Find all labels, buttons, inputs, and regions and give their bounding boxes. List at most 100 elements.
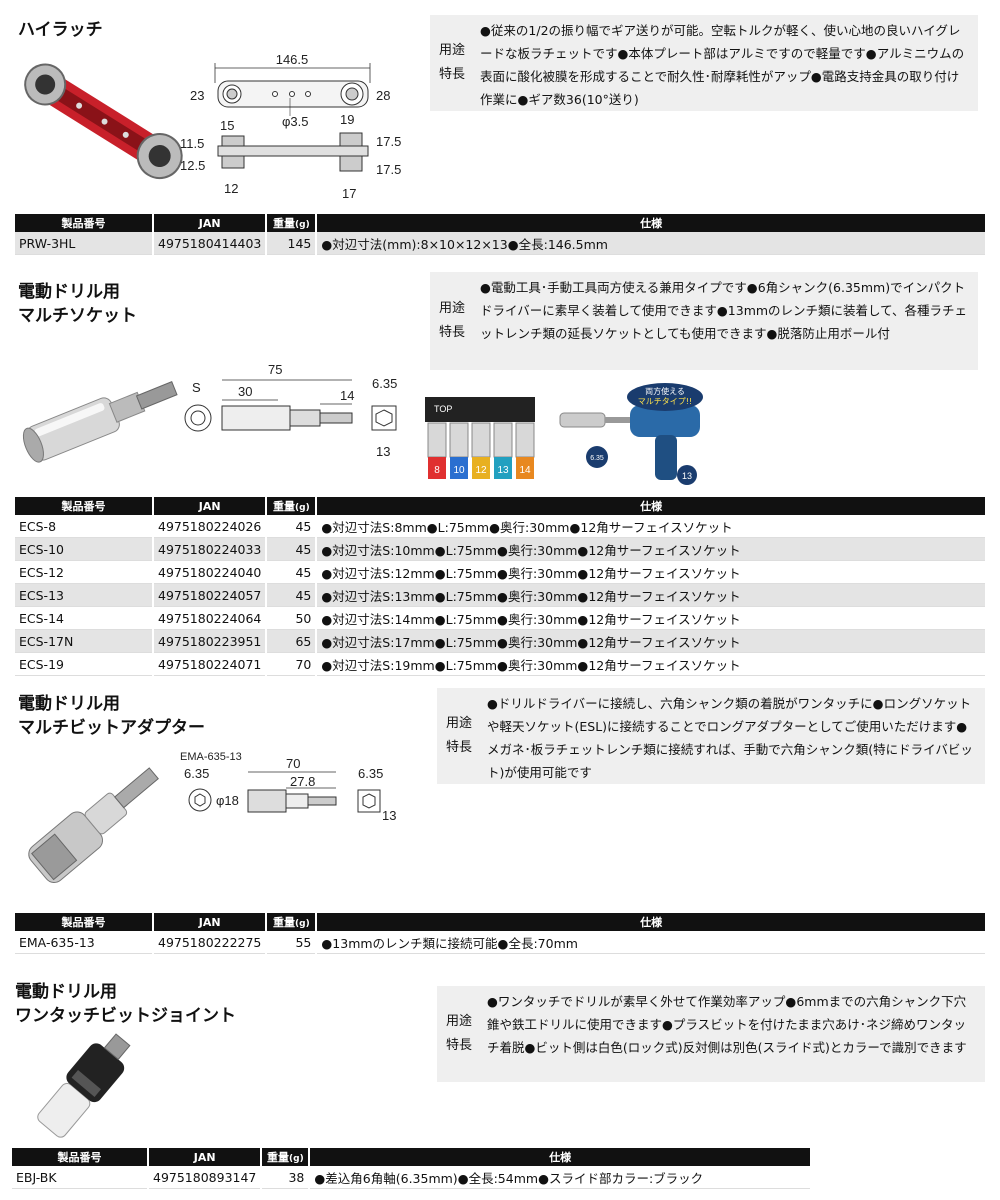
bit-adapter-description: 用途 特長 ●ドリルドライバーに接続し、六角シャンク類の着脱がワンタッチに●ロン… bbox=[437, 688, 985, 784]
dim-right-1: 17.5 bbox=[376, 134, 401, 149]
dim-hex-left: 6.35 bbox=[184, 766, 209, 781]
cell-weight: 45 bbox=[266, 560, 318, 584]
header-spec: 仕様 bbox=[316, 497, 987, 515]
title-line: 電動ドリル用 bbox=[18, 694, 120, 714]
cell-jan: 4975180893147 bbox=[148, 1166, 263, 1189]
dim-total: 70 bbox=[286, 756, 300, 771]
title-line: マルチビットアダプター bbox=[18, 718, 205, 738]
cell-weight: 65 bbox=[266, 629, 318, 653]
cell-code: ECS-12 bbox=[15, 560, 154, 584]
socket-color-band bbox=[450, 457, 468, 479]
table-header: 製品番号 JAN 重量(g) 仕様 bbox=[15, 497, 987, 515]
table-header: 製品番号 JAN 重量(g) 仕様 bbox=[15, 214, 987, 232]
label-use: 用途 bbox=[445, 1014, 472, 1029]
socket-dimension-diagram: 75 S 30 14 6.35 13 bbox=[184, 362, 397, 459]
socket-size-label: 10 bbox=[453, 465, 465, 476]
header-jan: JAN bbox=[153, 214, 268, 232]
socket-size-label: 14 bbox=[519, 465, 531, 476]
dim-right-2: 17.5 bbox=[376, 162, 401, 177]
dim-top-right: 19 bbox=[340, 112, 354, 127]
dim-depth: 30 bbox=[238, 384, 252, 399]
bit-joint-product-image bbox=[37, 1033, 131, 1138]
label-use: 用途 bbox=[438, 43, 465, 58]
header-spec: 仕様 bbox=[316, 214, 987, 232]
socket-color-band bbox=[516, 457, 534, 479]
cell-jan: 4975180224040 bbox=[153, 560, 268, 584]
label-use: 用途 bbox=[445, 716, 472, 731]
cell-weight: 50 bbox=[266, 606, 318, 630]
label-feature: 特長 bbox=[438, 325, 465, 340]
cell-code: ECS-10 bbox=[15, 537, 154, 561]
socket-body bbox=[471, 422, 491, 458]
hilatch-dimension-diagram: 146.5 23 28 φ3.5 15 19 11.5 12.5 17.5 17… bbox=[180, 52, 401, 201]
section-title-hilatch: ハイラッチ bbox=[18, 18, 103, 42]
cell-weight: 45 bbox=[266, 515, 318, 538]
socket-body bbox=[449, 422, 469, 458]
table-header: 製品番号 JAN 重量(g) 仕様 bbox=[12, 1148, 812, 1166]
badge-hex: 6.35 bbox=[590, 455, 604, 462]
desc-text: ●ドリルドライバーに接続し、六角シャンク類の着脱がワンタッチに●ロングソケットや… bbox=[487, 696, 973, 780]
cell-spec: ●対辺寸法S:10mm●L:75mm●奥行:30mm●12角サーフェイスソケット bbox=[316, 537, 987, 561]
table-row: ECS-12 4975180224040 45 ●対辺寸法S:12mm●L:75… bbox=[15, 560, 987, 584]
socket-body bbox=[515, 422, 535, 458]
cell-spec: ●対辺寸法S:19mm●L:75mm●奥行:30mm●12角サーフェイスソケット bbox=[316, 652, 987, 676]
cell-jan: 4975180224071 bbox=[153, 652, 268, 676]
cell-jan: 4975180222275 bbox=[153, 931, 268, 954]
cell-spec: ●対辺寸法S:12mm●L:75mm●奥行:30mm●12角サーフェイスソケット bbox=[316, 560, 987, 584]
header-weight: 重量(g) bbox=[266, 214, 318, 232]
label-use: 用途 bbox=[438, 301, 465, 316]
dim-right-height: 28 bbox=[376, 88, 390, 103]
cell-jan: 4975180224057 bbox=[153, 583, 268, 607]
title-line: 電動ドリル用 bbox=[18, 282, 120, 302]
dim-hex-right: 6.35 bbox=[358, 766, 383, 781]
dim-bottom-right: 17 bbox=[342, 186, 356, 201]
dim-left-height: 23 bbox=[190, 88, 204, 103]
cell-jan: 4975180224033 bbox=[153, 537, 268, 561]
table-row: ECS-17N 4975180223951 65 ●対辺寸法S:17mm●L:7… bbox=[15, 629, 987, 653]
badge-line2: マルチタイプ!! bbox=[638, 397, 692, 406]
desc-label: 用途 特長 bbox=[437, 688, 481, 784]
cell-spec: ●13mmのレンチ類に接続可能●全長:70mm bbox=[316, 931, 987, 954]
socket-size-label: 13 bbox=[497, 465, 509, 476]
header-code: 製品番号 bbox=[12, 1148, 149, 1166]
socket-size-label: 8 bbox=[434, 465, 440, 476]
cell-code: EBJ-BK bbox=[12, 1166, 149, 1189]
desc-text: ●ワンタッチでドリルが素早く外せて作業効率アップ●6mmまでの六角シャンク下穴錐… bbox=[487, 994, 967, 1055]
dim-part: 27.8 bbox=[290, 774, 315, 789]
table-row: ECS-8 4975180224026 45 ●対辺寸法S:8mm●L:75mm… bbox=[15, 515, 987, 538]
label-feature: 特長 bbox=[438, 67, 465, 82]
title-line: マルチソケット bbox=[18, 306, 137, 326]
cell-spec: ●対辺寸法(mm):8×10×12×13●全長:146.5mm bbox=[316, 232, 987, 255]
header-spec: 仕様 bbox=[316, 913, 987, 931]
header-weight: 重量(g) bbox=[261, 1148, 311, 1166]
cell-code: EMA-635-13 bbox=[15, 931, 154, 954]
cell-code: PRW-3HL bbox=[15, 232, 154, 255]
bit-adapter-dimension-diagram: EMA-635-13 6.35 70 27.8 6.35 φ18 13 bbox=[180, 751, 396, 823]
table-header: 製品番号 JAN 重量(g) 仕様 bbox=[15, 913, 987, 931]
weight-label: 重量 bbox=[273, 500, 296, 513]
section-title-multi-socket: 電動ドリル用 マルチソケット bbox=[18, 280, 137, 328]
dim-shank: 14 bbox=[340, 388, 354, 403]
desc-text: ●電動工具･手動工具両方使える兼用タイプです●6角シャンク(6.35mm)でイン… bbox=[480, 280, 968, 341]
cell-spec: ●対辺寸法S:8mm●L:75mm●奥行:30mm●12角サーフェイスソケット bbox=[316, 515, 987, 538]
header-jan: JAN bbox=[153, 497, 268, 515]
header-spec: 仕様 bbox=[309, 1148, 812, 1166]
cell-weight: 55 bbox=[266, 931, 318, 954]
title-line: ワンタッチビットジョイント bbox=[15, 1006, 236, 1026]
header-code: 製品番号 bbox=[15, 214, 154, 232]
cell-spec: ●対辺寸法S:14mm●L:75mm●奥行:30mm●12角サーフェイスソケット bbox=[316, 606, 987, 630]
table-row: PRW-3HL 4975180414403 145 ●対辺寸法(mm):8×10… bbox=[15, 232, 987, 255]
bit-joint-description: 用途 特長 ●ワンタッチでドリルが素早く外せて作業効率アップ●6mmまでの六角シ… bbox=[437, 986, 985, 1082]
socket-product-image bbox=[22, 381, 178, 463]
badge-drive: 13 bbox=[682, 471, 692, 481]
hilatch-spec-table: 製品番号 JAN 重量(g) 仕様 PRW-3HL 4975180414403 … bbox=[15, 214, 987, 255]
cell-jan: 4975180224064 bbox=[153, 606, 268, 630]
adapter-model: EMA-635-13 bbox=[180, 751, 242, 763]
weight-unit: (g) bbox=[295, 503, 310, 513]
dim-drive: 13 bbox=[376, 444, 390, 459]
socket-color-band bbox=[428, 457, 446, 479]
cell-code: ECS-19 bbox=[15, 652, 154, 676]
desc-text: ●従来の1/2の振り幅でギア送りが可能。空転トルクが軽く、使い心地の良いハイグレ… bbox=[480, 23, 965, 107]
dim-bottom-left: 12 bbox=[224, 181, 238, 196]
table-row: ECS-13 4975180224057 45 ●対辺寸法S:13mm●L:75… bbox=[15, 583, 987, 607]
